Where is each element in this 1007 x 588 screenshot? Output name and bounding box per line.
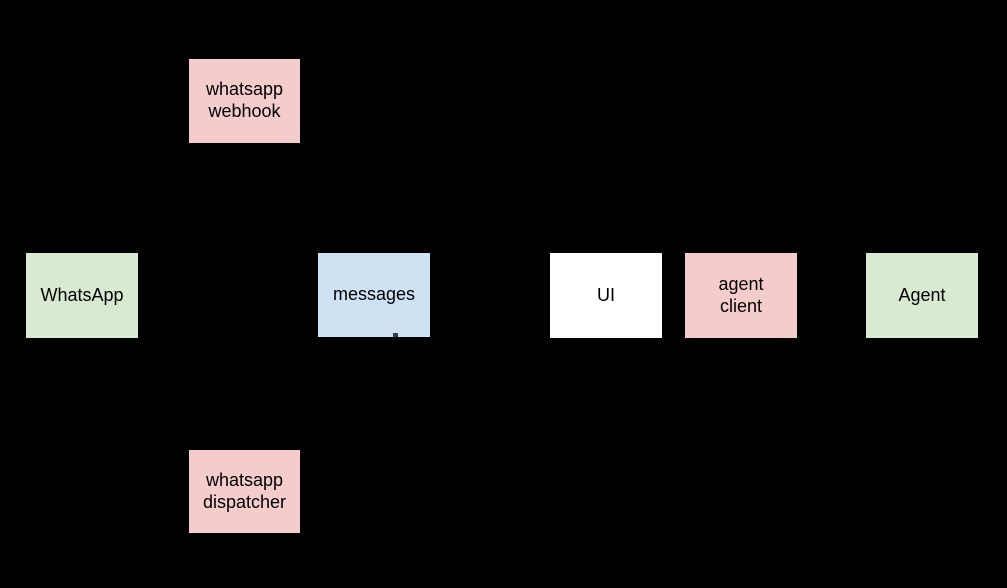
node-ui: UI	[550, 253, 662, 338]
node-whatsapp-webhook-label: whatsapp webhook	[205, 79, 284, 121]
node-whatsapp-label: WhatsApp	[40, 284, 124, 305]
node-whatsapp-dispatcher-label: whatsapp dispatcher	[202, 469, 287, 512]
node-agent-client-label: agent client	[718, 273, 764, 316]
node-whatsapp: WhatsApp	[26, 253, 138, 338]
node-agent: Agent	[866, 253, 978, 338]
node-messages: messages	[318, 253, 430, 337]
node-whatsapp-webhook: whatsapp webhook	[189, 59, 300, 143]
arrowhead-artifact	[393, 333, 398, 337]
node-whatsapp-dispatcher: whatsapp dispatcher	[189, 450, 300, 533]
node-agent-label: Agent	[898, 284, 946, 305]
node-agent-client: agent client	[685, 253, 797, 338]
node-ui-label: UI	[597, 284, 615, 305]
node-messages-label: messages	[332, 284, 416, 305]
